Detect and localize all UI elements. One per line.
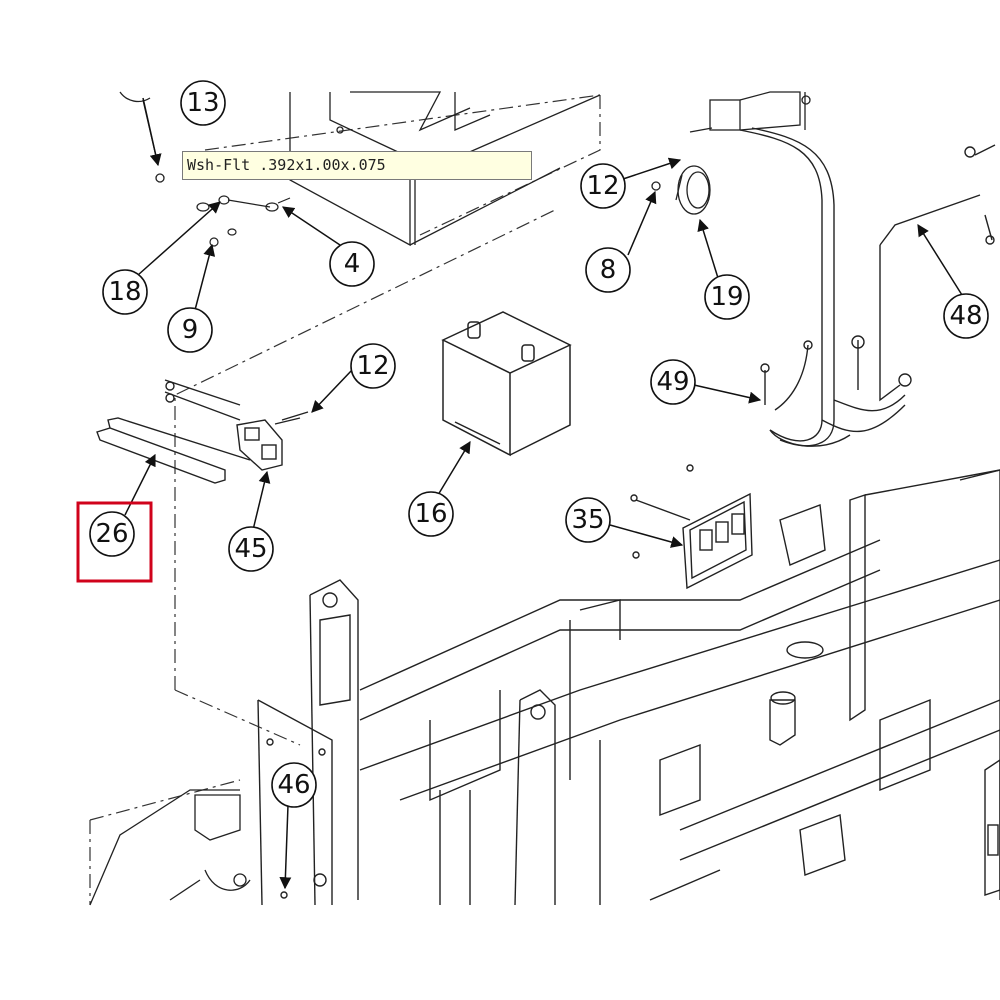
connector-45 — [236, 411, 309, 471]
part-tooltip: Wsh-Flt .392x1.00x.075 — [182, 151, 532, 180]
svg-text:26: 26 — [95, 519, 128, 549]
svg-text:46: 46 — [277, 770, 310, 800]
svg-text:12: 12 — [356, 351, 389, 381]
callout-46[interactable]: 46 — [271, 762, 317, 808]
callout-48[interactable]: 48 — [943, 293, 989, 339]
chassis-frame — [309, 469, 1000, 906]
svg-text:4: 4 — [344, 249, 361, 279]
bracket-26 — [96, 379, 251, 484]
svg-text:48: 48 — [949, 301, 982, 331]
callout-45[interactable]: 45 — [228, 526, 274, 572]
callout-12-top[interactable]: 12 — [580, 163, 626, 209]
highlight-box-26 — [76, 501, 153, 583]
hardware-18-9-4 — [196, 195, 291, 247]
svg-text:18: 18 — [108, 277, 141, 307]
assembly-dash-lines — [89, 94, 601, 905]
callout-19[interactable]: 19 — [704, 274, 750, 320]
svg-text:16: 16 — [414, 499, 447, 529]
plate-46 — [257, 699, 333, 906]
svg-text:8: 8 — [600, 255, 617, 285]
callout-26[interactable]: 26 — [89, 511, 135, 557]
callout-12-mid[interactable]: 12 — [350, 343, 396, 389]
upper-bracket-assembly — [289, 91, 601, 247]
callout-4[interactable]: 4 — [329, 241, 375, 287]
battery-16 — [441, 311, 572, 457]
callouts: 13 12 8 19 18 4 9 48 49 12 16 26 45 35 4… — [89, 80, 989, 808]
callout-9[interactable]: 9 — [167, 307, 213, 353]
lower-left-body — [89, 789, 251, 906]
top-connector — [689, 91, 811, 133]
callout-16[interactable]: 16 — [408, 491, 454, 537]
callout-13[interactable]: 13 — [180, 80, 226, 126]
callout-35[interactable]: 35 — [565, 497, 611, 543]
callout-18[interactable]: 18 — [102, 269, 148, 315]
svg-text:13: 13 — [186, 88, 219, 118]
part-13-ring — [119, 91, 165, 183]
svg-text:12: 12 — [586, 171, 619, 201]
svg-text:9: 9 — [182, 315, 199, 345]
svg-text:45: 45 — [234, 534, 267, 564]
svg-text:35: 35 — [571, 505, 604, 535]
svg-text:19: 19 — [710, 282, 743, 312]
wire-harness — [739, 127, 996, 447]
switch-panel-35 — [630, 464, 753, 590]
svg-text:49: 49 — [656, 367, 689, 397]
horn-19 — [651, 165, 711, 215]
callout-8[interactable]: 8 — [585, 247, 631, 293]
callout-49[interactable]: 49 — [650, 359, 696, 405]
leader-lines — [124, 97, 963, 890]
